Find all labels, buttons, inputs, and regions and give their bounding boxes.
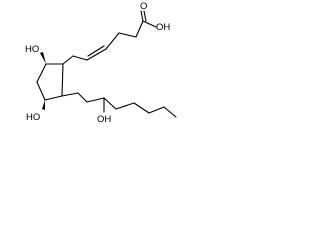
cyclopentane-ring xyxy=(36,63,64,101)
molecule-structure: O OH HO HO OH xyxy=(25,1,177,125)
ring-hydroxyl-top-label: HO xyxy=(25,44,39,55)
ring-hydroxyl-bottom-label: HO xyxy=(26,112,40,123)
stereo-bonds xyxy=(40,52,105,113)
acid-hydroxyl-label: OH xyxy=(156,22,170,33)
lower-chain xyxy=(61,92,177,118)
upper-chain xyxy=(62,10,157,65)
chain-hydroxyl-label: OH xyxy=(97,114,111,125)
carbonyl-oxygen-label: O xyxy=(140,1,147,12)
